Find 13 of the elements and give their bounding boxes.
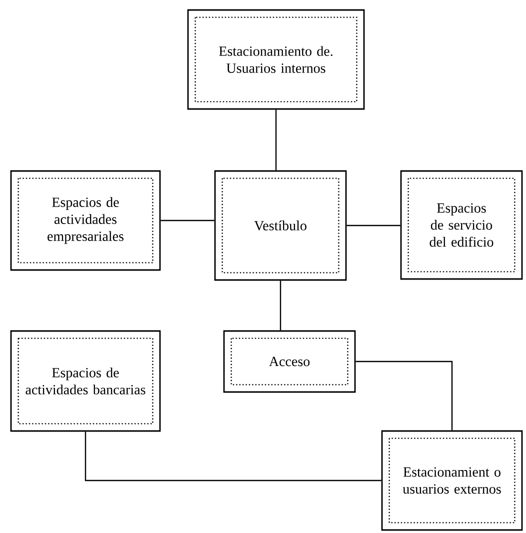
room-box: Espacios de actividades empresariales <box>10 170 161 271</box>
connector-line <box>346 224 400 226</box>
connector-line <box>356 360 453 430</box>
connector-line <box>275 110 277 170</box>
room-box: Acceso <box>223 330 356 393</box>
room-box: Espacios de servicio del edificio <box>400 170 523 280</box>
room-box: Espacios de actividades bancarias <box>10 330 161 432</box>
room-box: Estacionamient o usuarios externos <box>381 430 523 531</box>
connector-line <box>160 220 214 222</box>
room-box: Vestíbulo <box>214 170 347 281</box>
connector-line <box>280 280 282 330</box>
connector-line <box>84 432 382 482</box>
room-box: Estacionamiento de. Usuarios internos <box>187 9 365 110</box>
